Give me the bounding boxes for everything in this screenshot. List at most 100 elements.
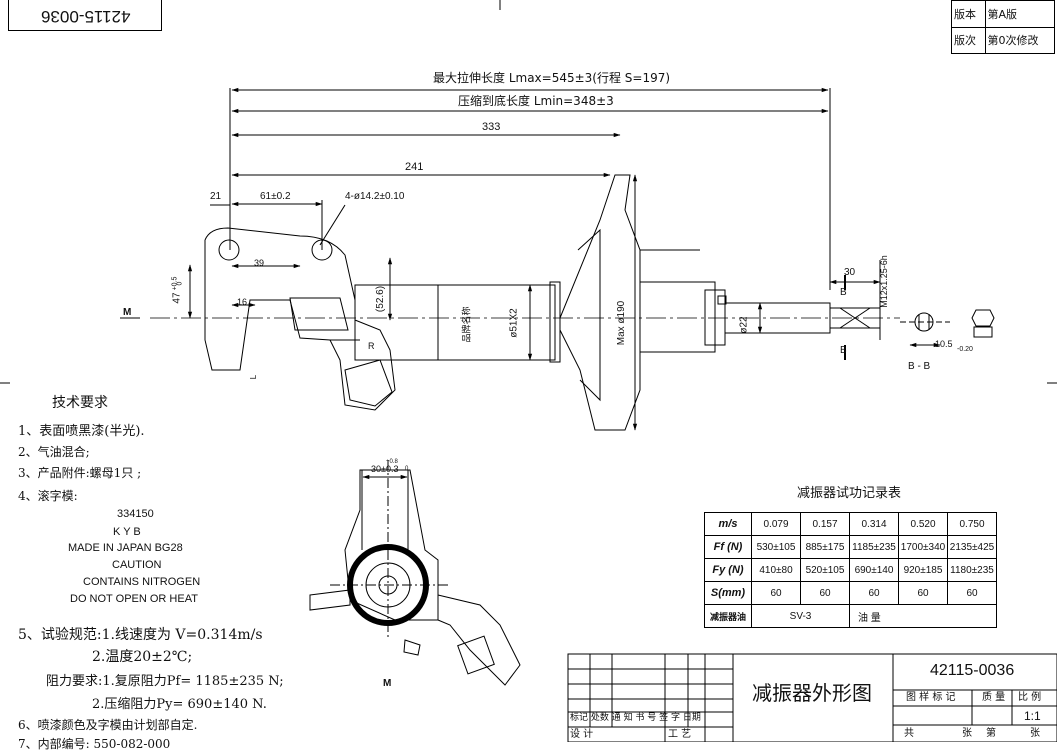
oil-value: SV-3 (751, 604, 850, 628)
oil-label: 减振器油 (704, 604, 752, 628)
note-6: 6、喷漆颜色及字模由计划部自定. (18, 718, 198, 732)
note-4: 4、滚字模: (18, 489, 78, 503)
cell: 60 (800, 581, 850, 605)
table-row: S(mm) 60 60 60 60 60 (704, 581, 997, 605)
label-bb: B - B (908, 361, 931, 372)
dim-47-tol2: 0 (176, 281, 184, 286)
note-1: 1、表面喷黑漆(半光). (18, 424, 145, 439)
cell: 410±80 (751, 558, 801, 582)
page-label-2: 张 (1030, 728, 1040, 739)
rev-value-2: 第0次修改 (984, 26, 1055, 54)
dim-30-b-tol: +0.8 (386, 459, 398, 465)
dim-22: ø22 (738, 316, 750, 334)
stamp-line-4: CAUTION (112, 559, 162, 571)
note-5c: 阻力要求:1.复原阻力Pf= 1185±235 N; (46, 674, 284, 689)
dim-241: 241 (405, 161, 424, 173)
cell: 885±175 (800, 535, 850, 559)
note-3: 3、产品附件:螺母1只 ; (18, 466, 142, 480)
cell: 2135±425 (947, 535, 997, 559)
dim-10-5: 10.5 (935, 339, 953, 349)
cell: 0.079 (751, 512, 801, 536)
note-5: 5、试验规范:1.线速度为 V=0.314m/s (18, 627, 263, 643)
row-label: Ff (N) (704, 535, 752, 559)
note-5d: 2.压缩阻力Py= 690±140 N. (92, 697, 267, 712)
revision-header-row: 标记 处数 通 知 书 号 签 字 日期 (570, 713, 701, 723)
dim-61: 61±0.2 (260, 191, 291, 202)
header-weight: 质 量 (982, 692, 1006, 703)
dim-thread: M12x1.25-6h (878, 255, 889, 308)
cell: 60 (898, 581, 948, 605)
dim-30: 30 (844, 267, 856, 278)
view-label-m-bottom: M (383, 678, 392, 689)
row-label: S(mm) (704, 581, 752, 605)
dim-30-b-tol2: 0 (405, 466, 409, 472)
note-5b: 2.温度20±2℃; (92, 649, 193, 665)
drawing-number-box: 42115-0036 (8, 0, 162, 31)
stamp-line-3: MADE IN JAPAN BG28 (68, 542, 183, 554)
dim-39: 39 (254, 258, 265, 268)
stamp-line-6: DO NOT OPEN OR HEAT (70, 593, 198, 605)
dim-holes: 4-ø14.2±0.10 (345, 191, 405, 202)
scale-value: 1:1 (1024, 709, 1041, 723)
cell: 520±105 (800, 558, 850, 582)
row-label: m/s (704, 512, 752, 536)
label-r: R (368, 341, 375, 351)
total-label: 共 (904, 728, 914, 739)
test-table-title: 减振器试功记录表 (797, 486, 902, 501)
label-b1: B (840, 287, 847, 298)
cell: 60 (849, 581, 899, 605)
dim-52: (52.6) (375, 285, 387, 313)
dim-21: 21 (210, 191, 222, 202)
table-row: 减振器油 SV-3 油 量 (704, 604, 997, 628)
cell: 60 (947, 581, 997, 605)
cell: 0.314 (849, 512, 899, 536)
drawing-number-rotated: 42115-0036 (41, 7, 131, 26)
stamp-line-1: 334150 (117, 508, 154, 520)
title-block-number: 42115-0036 (930, 662, 1015, 679)
dim-333: 333 (482, 121, 501, 133)
view-label-m: M (123, 307, 132, 318)
header-scale: 比 例 (1018, 692, 1042, 703)
rev-label-2: 版次 (951, 26, 986, 54)
cell: 530±105 (751, 535, 801, 559)
cell: 1180±235 (947, 558, 997, 582)
row-label: Fy (N) (704, 558, 752, 582)
rev-label-1: 版本 (951, 0, 986, 28)
dim-lmax: 最大拉伸长度 Lmax=545±3(行程 S=197) (433, 71, 671, 85)
stamp-line-2: K Y B (113, 526, 141, 538)
label-l: L (249, 374, 259, 380)
dim-51: ø51X2 (508, 308, 520, 338)
sheets-label: 张 (962, 728, 972, 739)
page-label: 第 (986, 728, 996, 739)
dim-lmin: 压缩到底长度 Lmin=348±3 (458, 94, 614, 108)
dim-16: 16 (237, 297, 248, 307)
cell: 60 (751, 581, 801, 605)
note-7: 7、内部编号: 550-082-000 (18, 737, 171, 751)
label-b2: B (840, 345, 847, 356)
rev-value-1: 第A版 (984, 0, 1055, 28)
stamp-line-5: CONTAINS NITROGEN (83, 576, 201, 588)
header-marks: 图 样 标 记 (906, 692, 956, 703)
design-label: 设 计 (570, 729, 594, 740)
cell: 1700±340 (898, 535, 948, 559)
craft-label: 工 艺 (668, 729, 692, 740)
revision-table: 版本第A版 版次第0次修改 (951, 0, 1055, 54)
dim-47: 47 (171, 292, 183, 304)
cell: 920±185 (898, 558, 948, 582)
cell: 0.520 (898, 512, 948, 536)
dim-30-b: 30±0.3 (371, 464, 399, 474)
drawing-title: 减振器外形图 (752, 681, 872, 705)
table-row: m/s 0.079 0.157 0.314 0.520 0.750 (704, 512, 997, 536)
cell: 690±140 (849, 558, 899, 582)
test-record-table: m/s 0.079 0.157 0.314 0.520 0.750 Ff (N)… (704, 512, 997, 628)
qty-label: 油 量 (849, 604, 997, 628)
note-2: 2、气油混合; (18, 445, 90, 459)
cell: 1185±235 (849, 535, 899, 559)
table-row: Ff (N) 530±105 885±175 1185±235 1700±340… (704, 535, 997, 559)
dim-190: Max ø190 (616, 300, 628, 346)
brand-mark: 品牌名称 (462, 306, 473, 343)
dim-10-5-tol: -0.20 (957, 346, 973, 353)
cell: 0.157 (800, 512, 850, 536)
notes-title: 技术要求 (52, 395, 108, 411)
